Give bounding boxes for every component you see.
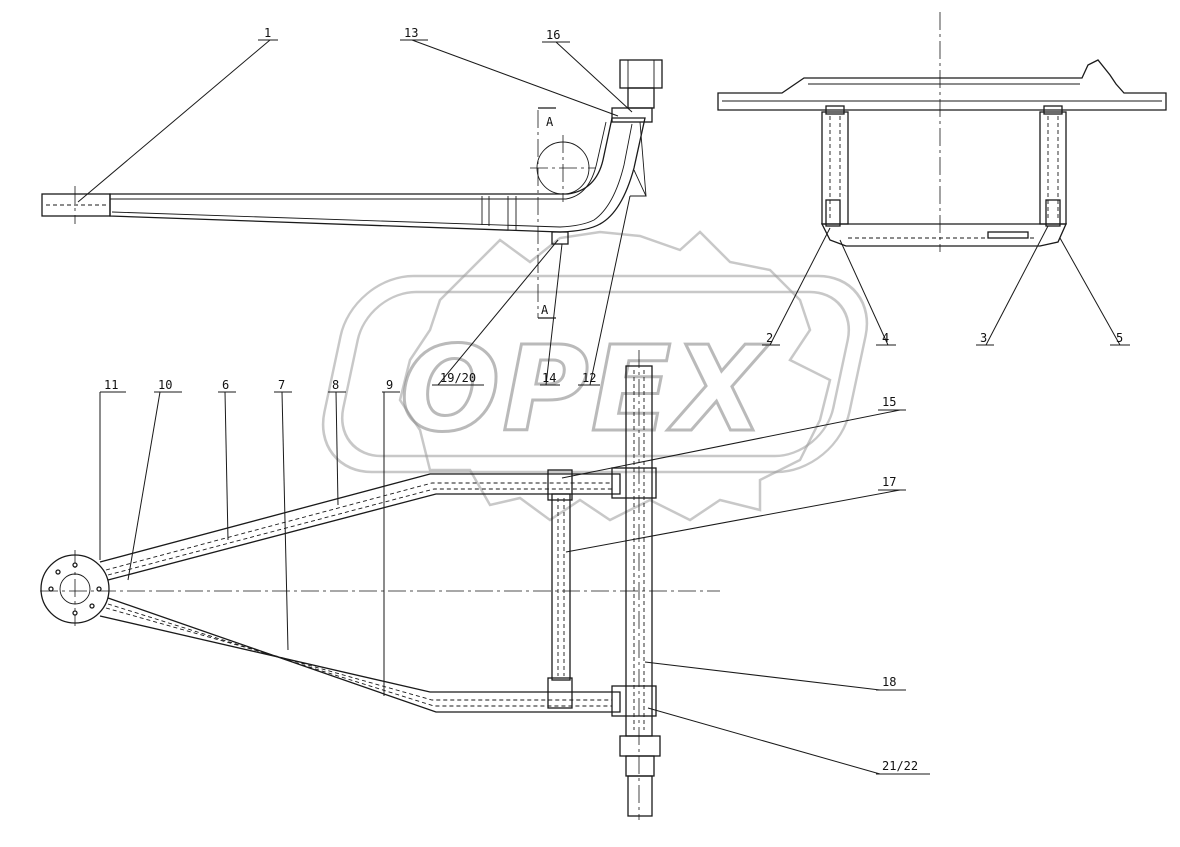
plan-view-upper-arm <box>99 473 621 581</box>
side-view-top-bracket <box>619 59 663 89</box>
callout-3: 3 <box>980 331 987 345</box>
callout-13: 13 <box>404 26 418 40</box>
callout-1: 1 <box>264 26 271 40</box>
callout-21-22: 21/22 <box>882 759 918 773</box>
callout-15: 15 <box>882 395 896 409</box>
callout-5: 5 <box>1116 331 1123 345</box>
callout-19-20: 19/20 <box>440 371 476 385</box>
callout-10: 10 <box>158 378 172 392</box>
plan-view <box>40 350 720 820</box>
opex-watermark: OPEX <box>321 230 869 522</box>
section-mark-top: A <box>546 115 554 129</box>
side-view: A A <box>41 59 663 319</box>
section-mark-bottom: A <box>541 303 549 317</box>
plan-view-cross-member <box>551 493 571 681</box>
callout-8: 8 <box>332 378 339 392</box>
callout-18: 18 <box>882 675 896 689</box>
callout-14: 14 <box>542 371 556 385</box>
side-view-arm <box>109 117 646 233</box>
callout-6: 6 <box>222 378 229 392</box>
section-view-right-column <box>1039 111 1067 225</box>
callout-12: 12 <box>582 371 596 385</box>
section-view-beam <box>717 59 1167 111</box>
leader-lines <box>77 39 1130 775</box>
plan-view-lower-arm <box>99 597 621 713</box>
callout-7: 7 <box>278 378 285 392</box>
side-view-pad <box>551 231 569 245</box>
watermark-frame-inner <box>340 290 851 458</box>
callout-17: 17 <box>882 475 896 489</box>
watermark-text: OPEX <box>400 320 769 458</box>
callout-labels: 1 13 16 2 4 3 5 19/20 14 12 11 10 6 7 8 … <box>104 26 1123 773</box>
callout-16: 16 <box>546 28 560 42</box>
watermark-frame-outer <box>321 274 869 474</box>
watermark-gear-icon <box>398 230 832 522</box>
section-view-bottom-plate <box>820 223 1068 247</box>
callout-9: 9 <box>386 378 393 392</box>
callout-4: 4 <box>882 331 889 345</box>
plan-view-end-bracket <box>619 735 661 757</box>
callout-11: 11 <box>104 378 118 392</box>
section-view <box>717 12 1167 252</box>
callout-2: 2 <box>766 331 773 345</box>
